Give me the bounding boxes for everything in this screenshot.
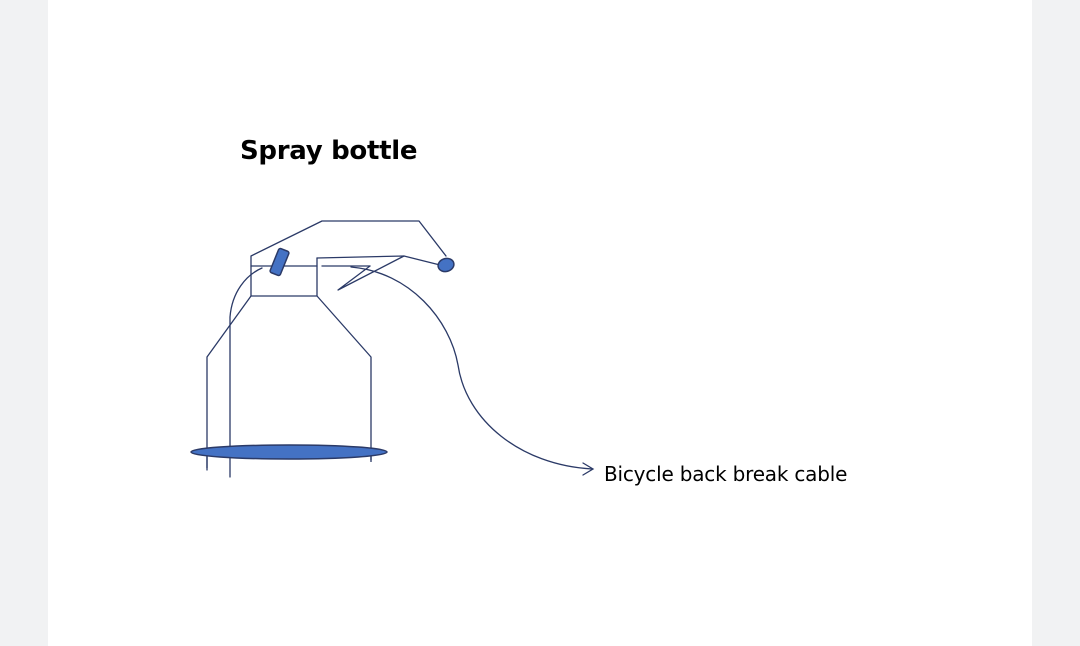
nozzle-tip (437, 257, 455, 273)
sprayer-head-outline (250, 220, 447, 267)
bottle-body-outline (206, 295, 372, 471)
bottle-neck-outline (250, 265, 318, 297)
inner-tube (229, 267, 263, 478)
sprayer-button (269, 247, 290, 277)
cable-arrow-head (582, 462, 595, 476)
trigger (337, 255, 405, 291)
nozzle-arm (316, 255, 445, 267)
cable-curve (350, 266, 593, 470)
bottle-base-disc (190, 444, 388, 460)
document-page: Spray bottle Bicycle back break cable (48, 0, 1032, 646)
cable-label: Bicycle back break cable (604, 462, 848, 486)
diagram-title: Spray bottle (240, 136, 418, 166)
